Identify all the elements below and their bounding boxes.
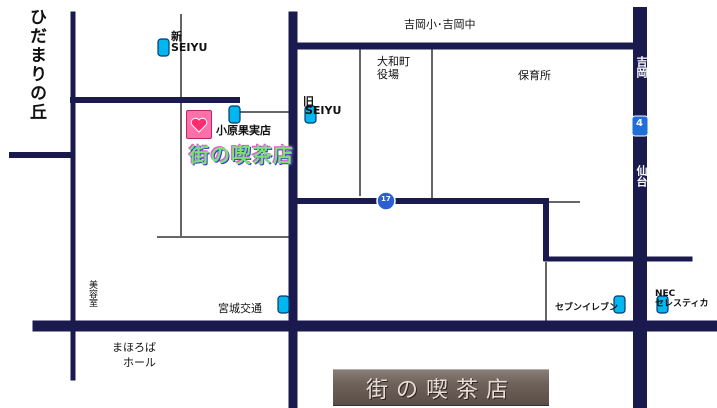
store-icon bbox=[613, 295, 626, 314]
school-label: 吉岡小･吉岡中 bbox=[404, 18, 476, 31]
area-name-label: ひだまりの丘 bbox=[26, 8, 46, 122]
seiyu-old-prefix-label: 旧 bbox=[303, 95, 314, 108]
store-icon bbox=[277, 295, 290, 314]
nec-label: NEC bbox=[655, 289, 676, 299]
seven-eleven-label: セブンイレブン bbox=[555, 303, 619, 313]
town-office-label: 大和町 役場 bbox=[377, 55, 410, 81]
road-number-17: 17 bbox=[381, 195, 391, 203]
road-marker-icon bbox=[376, 191, 396, 211]
cafe-marker[interactable] bbox=[186, 110, 212, 139]
nec-label-group: NEC セレスティカ bbox=[655, 289, 708, 309]
store-icon bbox=[656, 295, 669, 314]
route-number: 4 bbox=[636, 118, 643, 129]
seiyu-old-label: SEIYU bbox=[305, 104, 342, 117]
cafe-banner: 街の喫茶店 bbox=[333, 369, 549, 406]
miyagi-kotsu-label: 宮城交通 bbox=[218, 302, 262, 315]
store-icon bbox=[157, 38, 170, 57]
seiyu-new-label: 新 SEIYU bbox=[171, 30, 208, 54]
mahoroba-hall-label: まほろば ホール bbox=[112, 341, 156, 369]
heart-icon bbox=[190, 117, 208, 133]
beauty-salon-label: 美容室 bbox=[87, 280, 97, 307]
road-label-sendai: 仙台 bbox=[635, 165, 648, 187]
store-icons bbox=[157, 38, 669, 314]
nursery-label: 保育所 bbox=[518, 69, 551, 82]
store-icon bbox=[228, 105, 241, 124]
store-icon bbox=[304, 105, 317, 124]
cafe-name-label: 街の喫茶店 bbox=[189, 143, 294, 167]
minor-streets bbox=[157, 14, 580, 322]
route-shield-icon bbox=[631, 115, 649, 137]
banner-title: 街の喫茶店 bbox=[365, 377, 516, 403]
fruit-store-label: 小原果実店 bbox=[216, 124, 271, 137]
celestica-label: セレスティカ bbox=[655, 299, 709, 309]
main-roads bbox=[9, 7, 717, 408]
road-label-yoshioka: 吉岡 bbox=[635, 56, 648, 78]
